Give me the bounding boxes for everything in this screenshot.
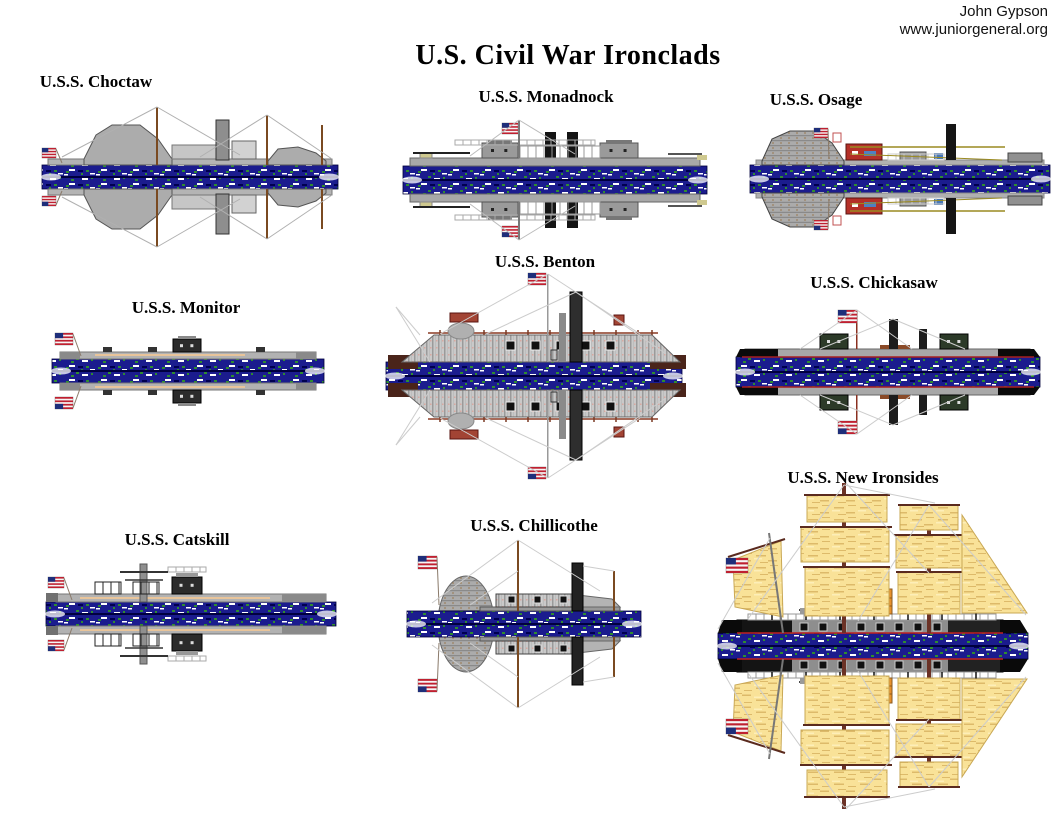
- ship-label-u-s-s-new-ironsides: U.S.S. New Ironsides: [787, 468, 939, 487]
- page-title: U.S. Civil War Ironclads: [415, 40, 721, 71]
- ship-u-s-s-new-ironsides: [717, 482, 1029, 810]
- credit-author: John Gypson: [959, 3, 1048, 20]
- credit-website: www.juniorgeneral.org: [899, 21, 1048, 38]
- ship-u-s-s-catskill: [45, 563, 337, 665]
- ship-u-s-s-chickasaw: [735, 309, 1041, 435]
- ship-label-u-s-s-monadnock: U.S.S. Monadnock: [478, 87, 614, 106]
- ship-label-u-s-s-chickasaw: U.S.S. Chickasaw: [810, 273, 938, 292]
- ship-u-s-s-chillicothe: [406, 539, 642, 709]
- ship-u-s-s-choctaw: [41, 106, 339, 248]
- ship-u-s-s-osage: [749, 124, 1051, 234]
- ship-label-u-s-s-benton: U.S.S. Benton: [494, 252, 596, 271]
- ship-u-s-s-monadnock: [402, 119, 708, 241]
- ship-label-u-s-s-osage: U.S.S. Osage: [769, 90, 863, 109]
- ship-u-s-s-benton: [385, 272, 686, 480]
- ship-label-u-s-s-catskill: U.S.S. Catskill: [124, 530, 230, 549]
- ship-label-u-s-s-chillicothe: U.S.S. Chillicothe: [470, 516, 598, 535]
- ship-label-u-s-s-choctaw: U.S.S. Choctaw: [39, 72, 153, 91]
- ship-label-u-s-s-monitor: U.S.S. Monitor: [131, 298, 241, 317]
- ship-u-s-s-monitor: [51, 332, 325, 410]
- credit-block: John Gypson www.juniorgeneral.org: [900, 3, 1048, 39]
